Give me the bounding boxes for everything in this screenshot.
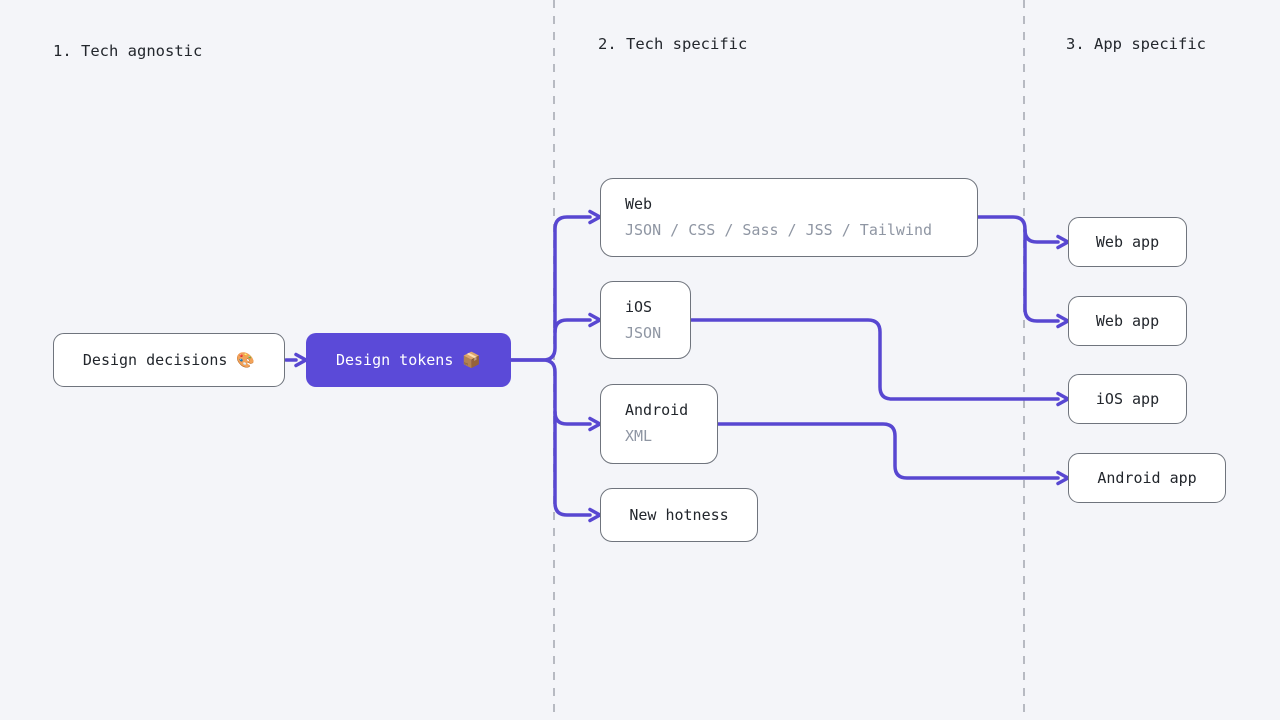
column-heading-app-specific: 3. App specific: [1066, 35, 1206, 53]
connector-android-to-android-app: [716, 422, 1070, 486]
node-web-title: Web: [625, 195, 653, 213]
connector-web-to-web-app-2: [976, 215, 1070, 329]
node-web-app-1: Web app: [1068, 217, 1187, 267]
column-heading-tech-agnostic: 1. Tech agnostic: [53, 42, 203, 60]
node-android-title: Android: [625, 401, 689, 419]
connector-tokens-to-android: [553, 410, 602, 432]
connector-tokens-to-ios: [553, 312, 602, 334]
palette-icon: 🎨: [236, 351, 256, 369]
node-web-subtitle: JSON / CSS / Sass / JSS / Tailwind: [625, 221, 933, 239]
node-design-tokens: Design tokens 📦: [306, 333, 511, 387]
node-android: Android XML: [600, 384, 718, 464]
node-web-app-2-label: Web app: [1095, 312, 1160, 330]
connector-ios-to-ios-app: [689, 318, 1070, 407]
node-design-tokens-label: Design tokens: [335, 351, 454, 369]
node-web: Web JSON / CSS / Sass / JSS / Tailwind: [600, 178, 978, 257]
column-divider-1: [553, 0, 555, 720]
connector-web-to-web-app-1: [1023, 228, 1070, 250]
node-ios-app-label: iOS app: [1095, 390, 1160, 408]
node-web-app-1-label: Web app: [1095, 233, 1160, 251]
node-web-app-2: Web app: [1068, 296, 1187, 346]
node-android-subtitle: XML: [625, 427, 653, 445]
node-ios-app: iOS app: [1068, 374, 1187, 424]
node-ios-subtitle: JSON: [625, 324, 662, 342]
column-heading-tech-specific: 2. Tech specific: [598, 35, 748, 53]
node-design-decisions: Design decisions 🎨: [53, 333, 285, 387]
connector-tokens-to-web: [509, 209, 602, 362]
node-new-hotness: New hotness: [600, 488, 758, 542]
package-icon: 📦: [462, 351, 482, 369]
node-new-hotness-label: New hotness: [629, 506, 729, 524]
node-ios-title: iOS: [625, 298, 653, 316]
node-design-decisions-label: Design decisions: [82, 351, 228, 369]
node-ios: iOS JSON: [600, 281, 691, 359]
connector-tokens-to-new-hotness: [509, 358, 602, 523]
column-divider-2: [1023, 0, 1025, 720]
node-android-app: Android app: [1068, 453, 1226, 503]
node-android-app-label: Android app: [1097, 469, 1197, 487]
